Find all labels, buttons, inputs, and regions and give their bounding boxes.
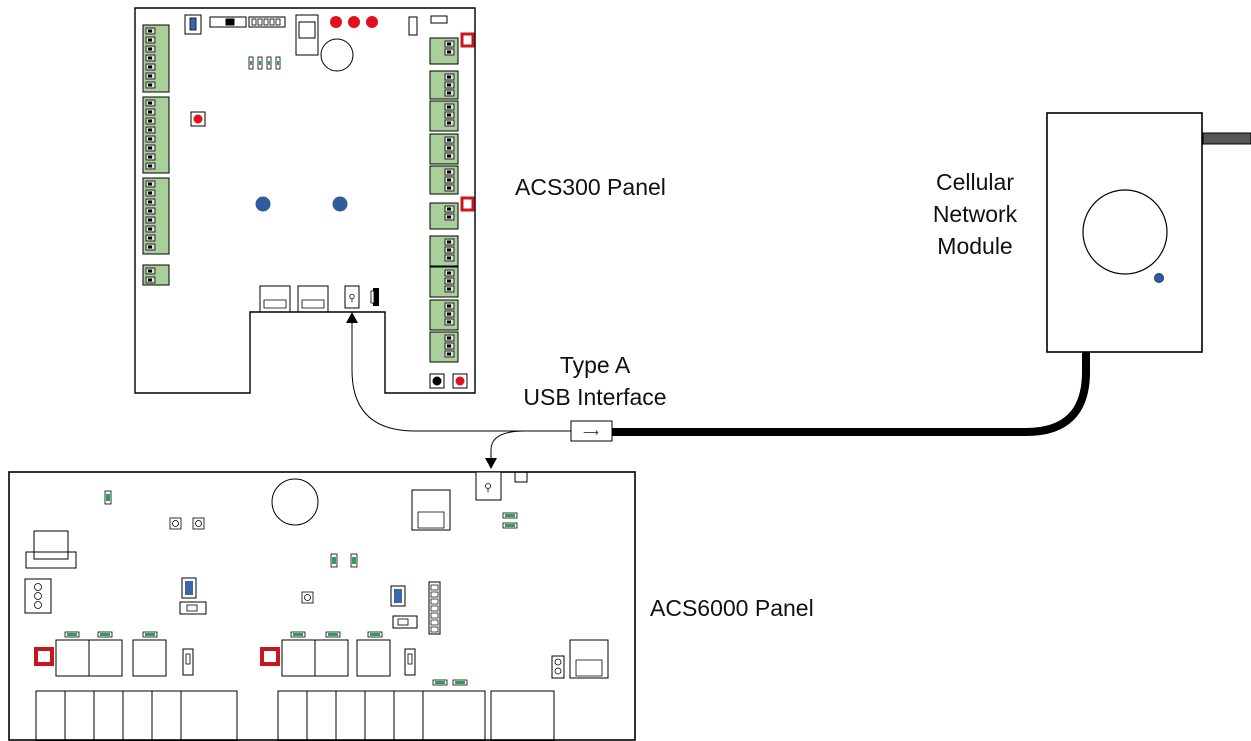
svg-text:⚲: ⚲ bbox=[348, 293, 355, 304]
led-red bbox=[330, 16, 342, 28]
cellular-label-line-1: Cellular bbox=[936, 169, 1014, 195]
button-blue bbox=[255, 196, 271, 212]
led-red bbox=[366, 16, 378, 28]
button-blue bbox=[332, 196, 348, 212]
led-red bbox=[348, 16, 360, 28]
svg-text:⟶: ⟶ bbox=[583, 426, 599, 439]
jumper-red bbox=[260, 647, 280, 666]
jumper-red bbox=[34, 647, 54, 666]
svg-text:⚲: ⚲ bbox=[484, 481, 492, 494]
acs300-panel-label: ACS300 Panel bbox=[515, 174, 666, 200]
cellular-label-line-2: Network bbox=[932, 201, 1018, 227]
cellular-module-label: Cellular Network Module bbox=[905, 166, 1045, 262]
terminal-blocks-right bbox=[429, 37, 459, 363]
cellular-network-module bbox=[1046, 112, 1251, 353]
acs6000-panel: ⚲ bbox=[8, 471, 636, 741]
usb-icon bbox=[344, 285, 360, 309]
usb-icon bbox=[475, 471, 502, 501]
cellular-label-line-3: Module bbox=[937, 233, 1013, 259]
usb-label-line-1: Type A bbox=[559, 352, 631, 378]
acs6000-panel-label: ACS6000 Panel bbox=[650, 595, 814, 621]
acs300-panel: ⚲ bbox=[134, 7, 476, 394]
antenna-connector bbox=[1202, 132, 1251, 145]
terminal-pins bbox=[145, 27, 156, 284]
jumper-red bbox=[460, 196, 475, 212]
usb-cables: ⟶ bbox=[346, 312, 1090, 469]
usb-interface-label: Type A USB Interface bbox=[500, 349, 690, 413]
usb-label-line-2: USB Interface bbox=[523, 384, 667, 410]
jumper-red bbox=[460, 32, 475, 48]
